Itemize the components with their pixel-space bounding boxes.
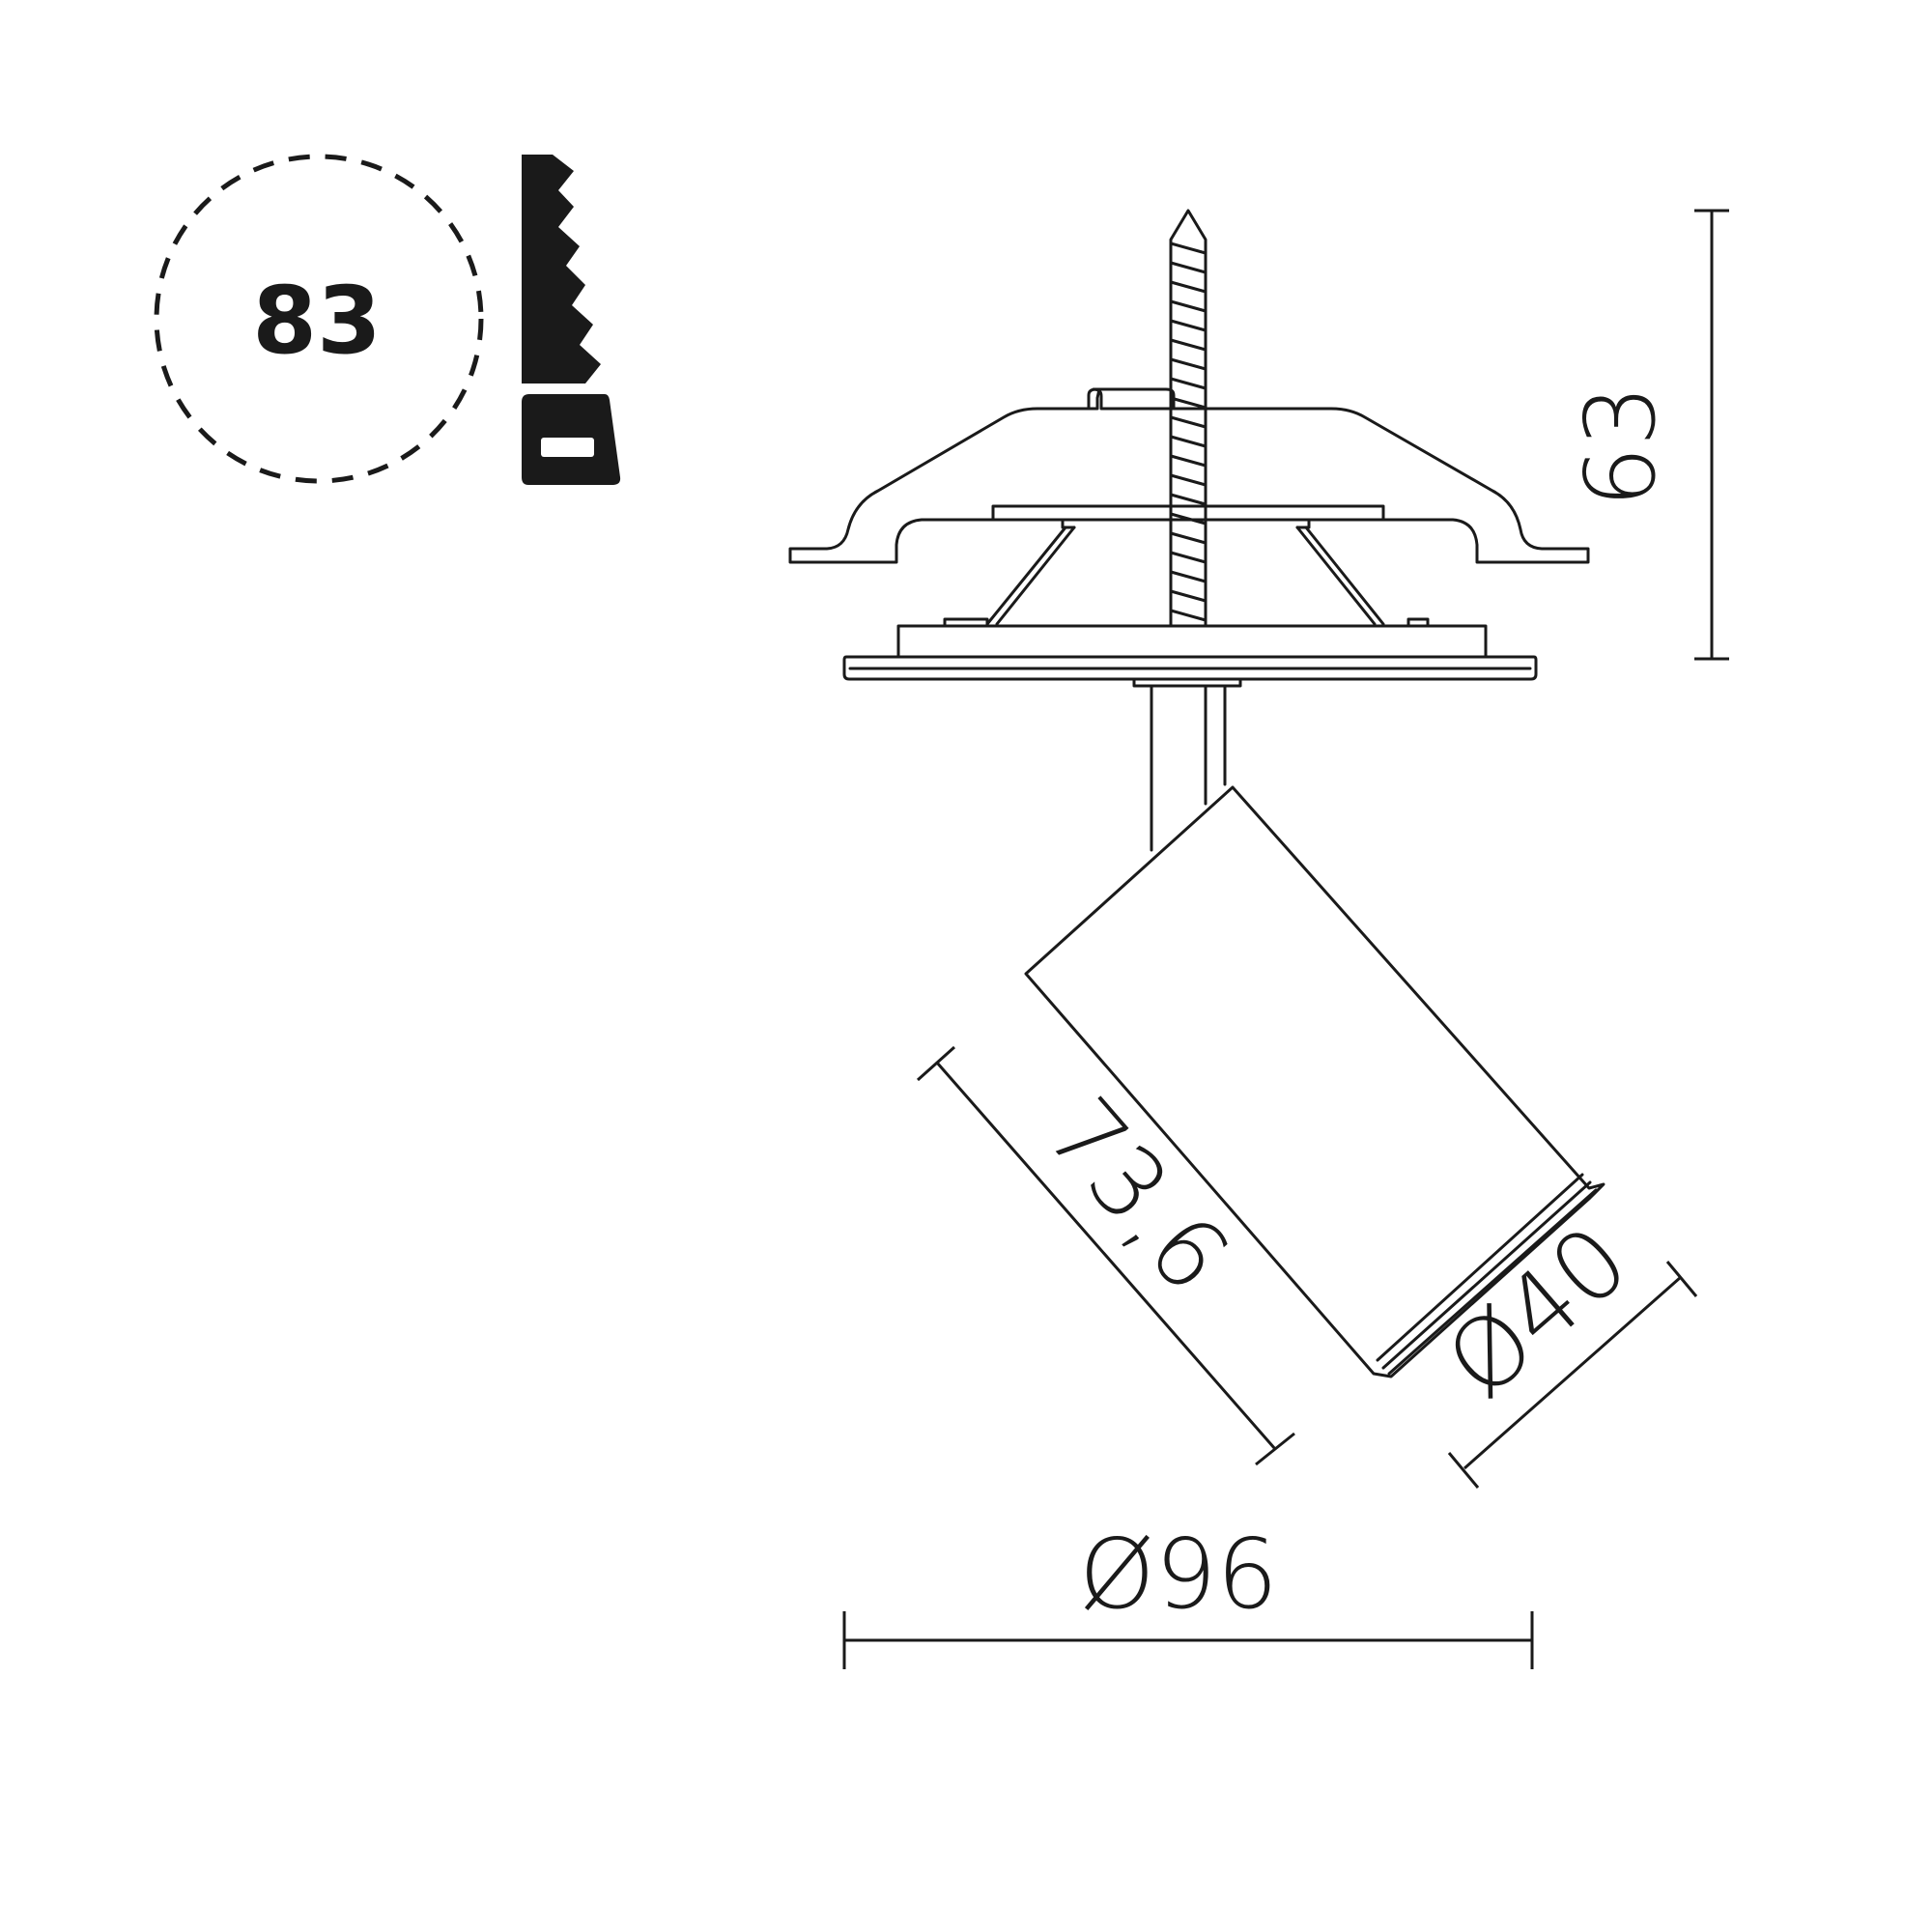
fixture: [788, 209, 1605, 1378]
saw-blade: [522, 155, 601, 384]
dimension-head-diameter: Ø40: [1425, 1204, 1698, 1489]
height-label: 63: [1564, 384, 1677, 507]
spring-clip-right: [1295, 526, 1385, 626]
cutout-diameter-label: 83: [252, 267, 382, 375]
spot-head-lens: [1376, 1173, 1598, 1376]
cutout-symbol: 83: [154, 154, 484, 484]
trim-plate: [842, 655, 1538, 681]
bracket-cap: [1087, 387, 1176, 411]
length-dim-line: [916, 1045, 1295, 1466]
dimension-length: 73,6: [916, 1045, 1295, 1466]
head-diameter-dim-line: [1447, 1261, 1698, 1489]
screw-thread: [1169, 242, 1208, 622]
stem-collar: [1132, 678, 1242, 688]
head-diameter-label: Ø40: [1425, 1204, 1649, 1419]
plate-diameter-label: Ø96: [1079, 1518, 1278, 1631]
height-dim-line: [1694, 209, 1729, 661]
cutout-dashed-circle: [154, 154, 484, 484]
spring-clip-top: [1061, 518, 1311, 529]
mounting-bracket: [788, 387, 1590, 564]
saw-icon: [522, 155, 621, 485]
stem: [1150, 684, 1227, 852]
plate-diameter-dim-line: [842, 1611, 1534, 1669]
saw-handle-slot: [541, 438, 594, 457]
screw: [1169, 209, 1208, 628]
dimension-height: 63: [1564, 209, 1729, 661]
spring-clip-left: [985, 526, 1076, 626]
dimension-plate-diameter: Ø96: [842, 1518, 1534, 1669]
